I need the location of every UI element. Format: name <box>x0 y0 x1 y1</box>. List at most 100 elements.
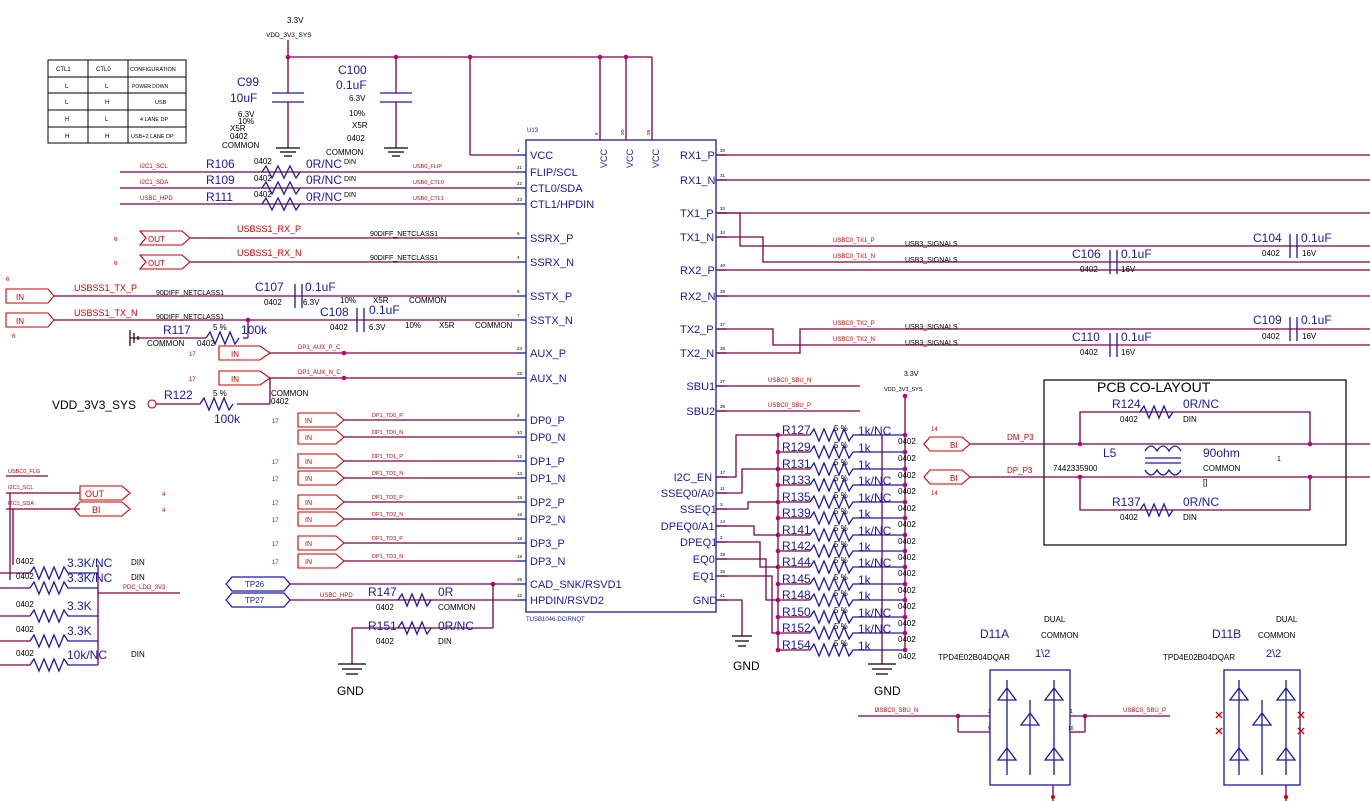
power-rail-top: 3.3V VDD_3V3_SYS <box>266 16 653 156</box>
ic-pin-num: 34 <box>720 230 726 235</box>
r147-pkg: 0402 <box>376 603 394 612</box>
junction <box>775 515 781 521</box>
ic-pin-num: 1 <box>517 148 520 153</box>
ic-pin-name: CAD_SNK/RSVD1 <box>530 579 622 591</box>
eq-res-value: 1k <box>858 540 872 554</box>
c99-voltage: 6.3V <box>238 110 255 119</box>
ic-pin-name: SSRX_P <box>530 233 573 245</box>
d11b-opt1: DUAL <box>1276 615 1298 624</box>
l5-pn: 7442335900 <box>1053 464 1098 473</box>
eq-res-ref: R145 <box>782 572 811 586</box>
gnd-label: GND <box>733 659 760 673</box>
c109-voltage: 16V <box>1302 332 1317 341</box>
port-in <box>297 412 345 428</box>
res-value: 3.3K/NC <box>67 571 113 585</box>
eq-res-ref: R152 <box>782 621 811 635</box>
pcb-colayout-title: PCB CO-LAYOUT <box>1097 379 1211 395</box>
net-label: USBSS1_TX_P <box>74 283 137 293</box>
ic-pin-name: DP1_P <box>530 456 565 468</box>
r122-opt: COMMON <box>271 389 309 398</box>
d11a-pin: 1 <box>1070 709 1073 715</box>
r151-ref: R151 <box>368 619 397 633</box>
c100-pkg: 0402 <box>347 134 365 143</box>
r122-value: 100k <box>214 412 241 426</box>
port-in <box>297 470 345 486</box>
resistor <box>29 608 98 624</box>
r117-tol: 5 % <box>213 323 227 332</box>
net-label: USBC0_FLG <box>8 469 40 475</box>
r124-opt: DIN <box>1183 415 1197 424</box>
r137-ref: R137 <box>1112 495 1141 509</box>
resistor-r117: R117 5 % 100k 0402 COMMON <box>129 317 268 348</box>
resistor <box>809 543 905 559</box>
net-label: DP1_TD3_P <box>372 536 403 542</box>
port-page: 4 <box>162 492 166 498</box>
esd-diode-d11a: DUAL COMMON D11A 1\2 TPD4E02B04DQAR 2 2 … <box>858 615 1170 801</box>
eq-res-value: 1k <box>858 589 872 603</box>
eq-res-tol: 5 % <box>834 573 848 582</box>
ic-pin-num: 22 <box>517 181 523 186</box>
c99-diel: X5R <box>230 124 246 133</box>
net-label: DP1_TD2_N <box>372 512 403 518</box>
ic-pin-name: TX1_N <box>680 232 714 244</box>
eq-strap <box>716 525 778 536</box>
r122-pkg: 0402 <box>271 397 289 406</box>
junction <box>775 482 781 488</box>
ic-pin-name: RX2_P <box>680 265 715 277</box>
net-label: USB0_FLIP <box>413 164 442 170</box>
ic-pin-num: 26 <box>720 404 726 409</box>
eq-res-value: 1k <box>858 507 872 521</box>
net-label: I2C1_SCL <box>140 164 168 170</box>
ic-part: TUSB1046-DCIRNQT <box>526 617 585 623</box>
net-label: USB0_CTL0 <box>413 180 444 186</box>
c107-value: 0.1uF <box>305 280 336 294</box>
c108-pkg: 0402 <box>330 323 348 332</box>
c106-voltage: 16V <box>1121 265 1136 274</box>
resistor <box>809 642 905 658</box>
ic-pin-name: HPDIN/RSVD2 <box>530 595 604 607</box>
d11a-pin: 2 <box>988 709 991 715</box>
ic-pin-name: DP0_N <box>530 432 566 444</box>
c106-value: 0.1uF <box>1121 247 1152 261</box>
table-cell: USB <box>155 100 167 106</box>
esd-diode-d11b: DUAL COMMON D11B 2\2 TPD4E02B04DQAR <box>1163 615 1305 801</box>
eq-res-value: 1k/NC <box>858 524 892 538</box>
aux-section: IN IN 17 17 DP1_AUX_P_C DP1_AUX_N_C <box>189 345 515 386</box>
port-page: 17 <box>272 477 279 483</box>
ic-pin-num: 18 <box>517 536 523 541</box>
resistor <box>29 565 98 581</box>
port-out <box>138 254 191 270</box>
eq-res-value: 1k/NC <box>858 606 892 620</box>
ic-pin-num: 29 <box>517 577 523 582</box>
port-dir: IN <box>305 459 312 466</box>
net-label: USBC0_TX1_N <box>833 254 875 260</box>
net-label: USBC0_TX1_P <box>833 238 875 244</box>
eq-res-pkg: 0402 <box>898 553 916 562</box>
ic-ref: U13 <box>527 128 539 134</box>
ic-pin-num: 31 <box>720 173 726 178</box>
res-value: 3.3K <box>67 624 92 638</box>
netclass-label: 90DIFF_NETCLASS1 <box>370 231 438 238</box>
l5-ref: L5 <box>1103 446 1117 460</box>
ic-pin-name: DP2_N <box>530 514 566 526</box>
net-label: DP1_TD0_P <box>372 413 403 419</box>
r109-opt: DIN <box>344 176 356 183</box>
gnd-label: GND <box>874 684 901 698</box>
eq-res-pkg: 0402 <box>898 487 916 496</box>
ic-pin-name: GND <box>693 595 718 607</box>
eq-res-pkg: 0402 <box>898 520 916 529</box>
port-page: 17 <box>272 542 279 548</box>
l5-opt: COMMON <box>1203 464 1241 473</box>
r106-ref: R106 <box>206 157 235 171</box>
eq-strap <box>716 575 778 634</box>
resistor <box>809 559 905 575</box>
junction <box>775 548 781 554</box>
net-label: DP1_TD2_P <box>372 495 403 501</box>
port-page: 17 <box>272 518 279 524</box>
junction <box>902 647 908 653</box>
l5-value: 90ohm <box>1203 446 1240 460</box>
ic-pin-num: 30 <box>720 148 726 153</box>
junction <box>775 449 781 455</box>
c107-diel: X5R <box>373 296 389 305</box>
